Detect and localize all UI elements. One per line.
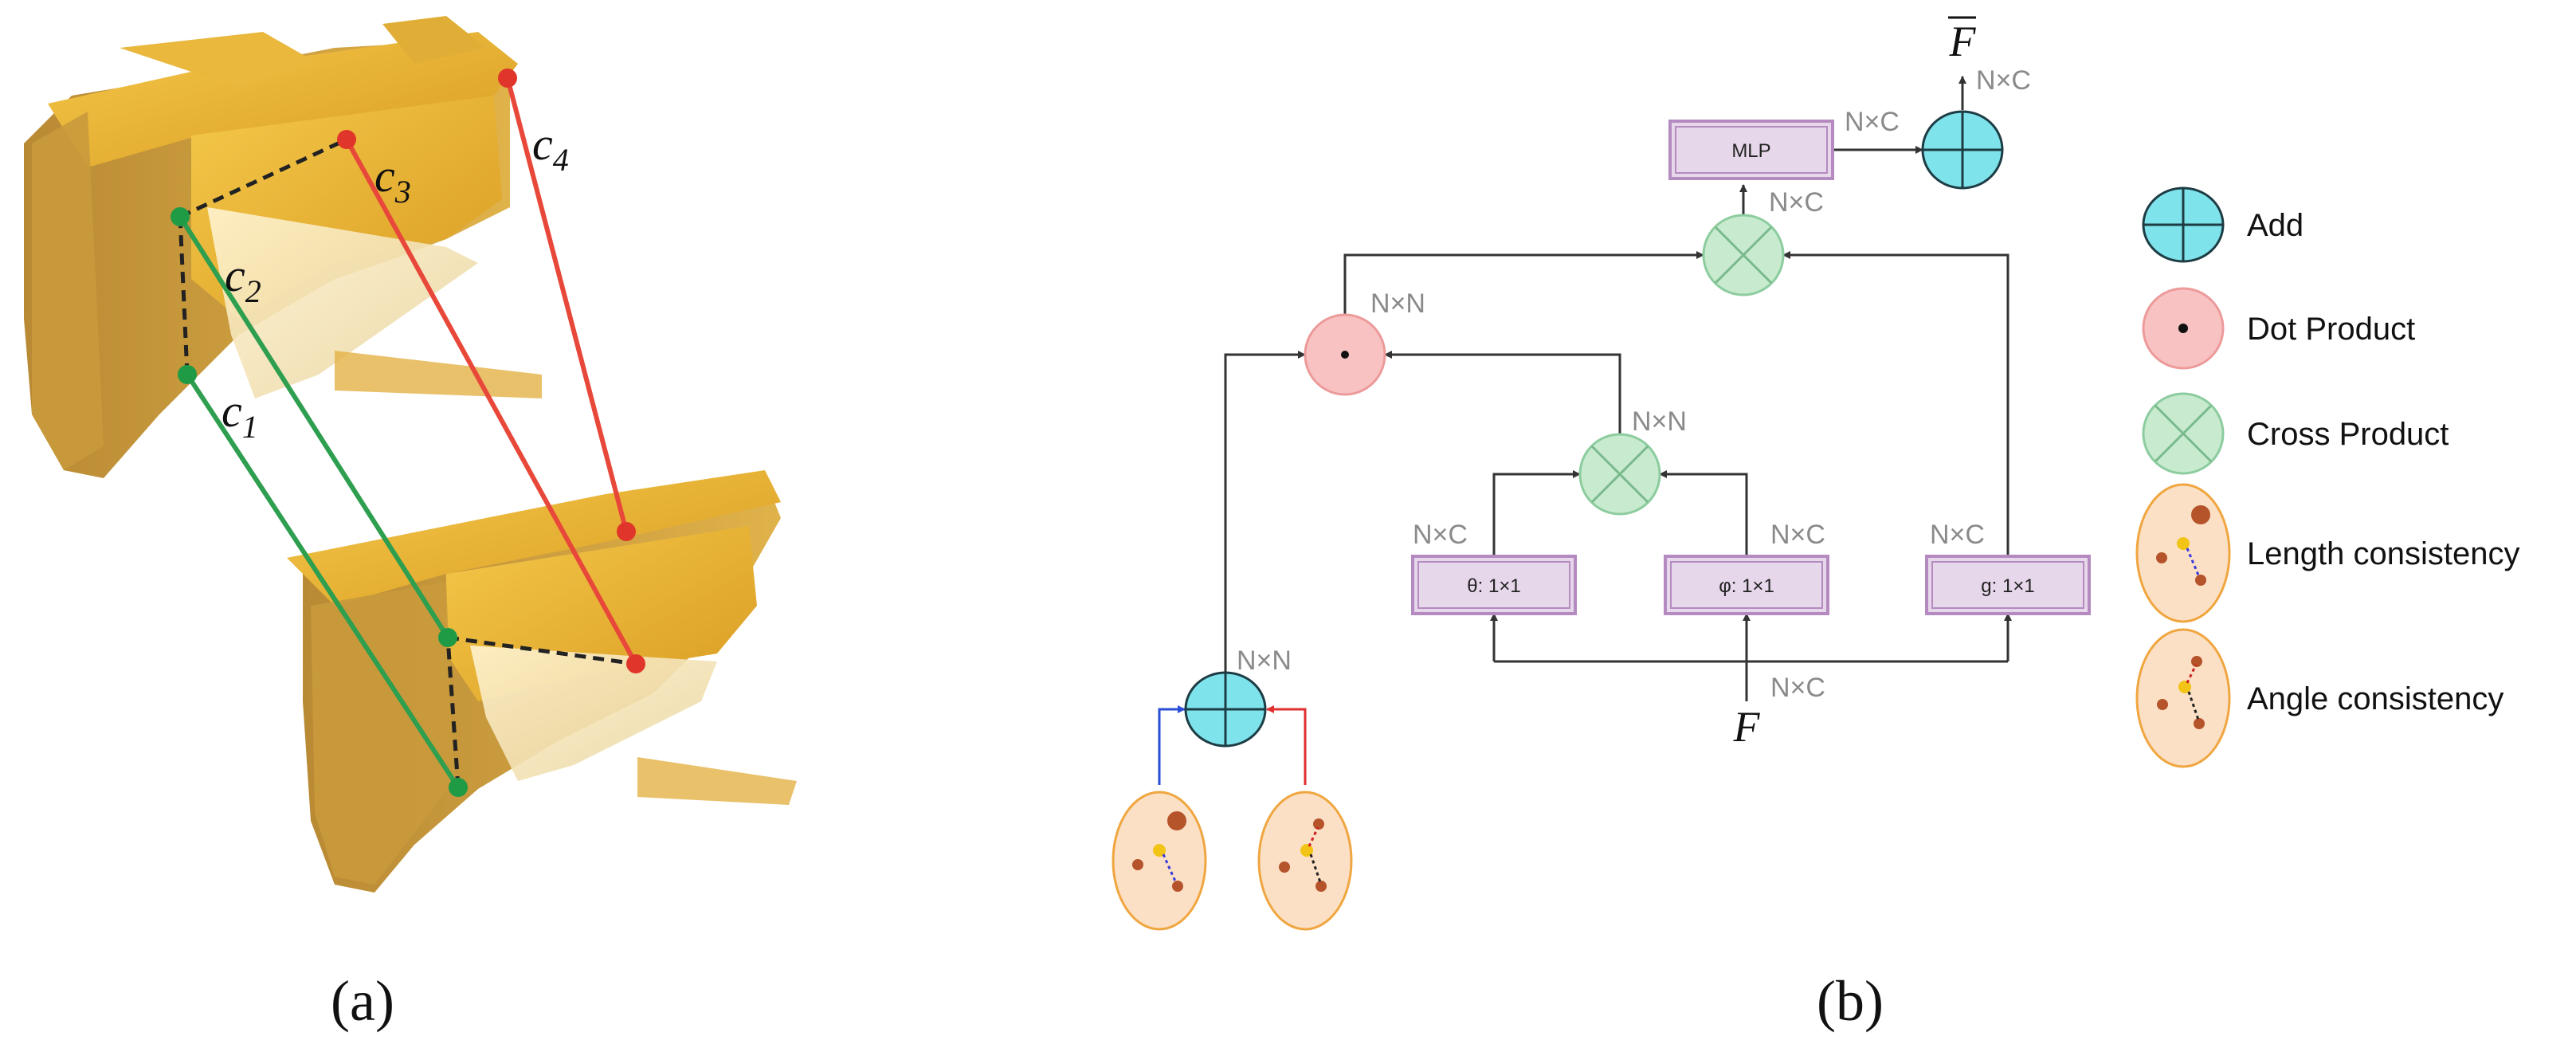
panel-a: c1 c2 c3 c4 (a)	[24, 16, 797, 1033]
g-box: g: 1×1	[1925, 555, 2091, 615]
c4-upper-point	[498, 69, 517, 88]
caption-b: (b)	[1817, 969, 1884, 1033]
legend-length-icon	[2135, 483, 2231, 623]
c3-lower-point	[626, 654, 645, 673]
lower-point-cloud	[287, 470, 797, 893]
lower-skeleton	[445, 635, 637, 788]
legend-length-label: Length consistency	[2247, 536, 2519, 571]
upper-skeleton	[178, 137, 348, 375]
dim-theta: N×C	[1413, 520, 1468, 550]
svg-text:g: 1×1: g: 1×1	[1981, 575, 2034, 597]
legend-dot-icon	[2142, 287, 2225, 370]
angle-to-add-connector	[1266, 705, 1307, 785]
dim-mlp-out: N×C	[1845, 107, 1900, 137]
add-top-node	[1921, 110, 2004, 190]
c1-upper-point	[178, 365, 197, 384]
c3-correspondence-line	[344, 138, 638, 665]
caption-a: (a)	[331, 969, 394, 1033]
legend-dot-label: Dot Product	[2247, 312, 2415, 347]
dim-dot: N×N	[1370, 288, 1425, 319]
legend-add-label: Add	[2247, 208, 2304, 243]
c2-upper-point	[171, 207, 190, 226]
dim-input: N×C	[1770, 673, 1825, 703]
upper-point-cloud	[24, 16, 542, 478]
svg-text:F: F	[1949, 18, 1977, 65]
c4-correspondence-line	[505, 77, 629, 532]
c2-lower-point	[438, 628, 457, 647]
output-f-label: F	[1948, 16, 1977, 65]
c1-correspondence-line	[185, 373, 461, 789]
input-f-label: F	[1733, 703, 1761, 751]
angle-consistency-node	[1257, 791, 1353, 931]
dim-add-bottom: N×N	[1237, 646, 1292, 676]
svg-text:MLP: MLP	[1731, 140, 1770, 162]
cross-top-node	[1702, 214, 1785, 296]
theta-box: θ: 1×1	[1411, 555, 1577, 615]
legend-angle-label: Angle consistency	[2247, 681, 2503, 716]
dim-cross-mid: N×N	[1632, 406, 1687, 437]
length-consistency-node	[1112, 791, 1207, 931]
mlp-box: MLP	[1668, 120, 1834, 180]
length-to-add-connector	[1158, 705, 1186, 785]
phi-box: φ: 1×1	[1664, 555, 1829, 615]
diagram-connectors	[1224, 76, 2012, 701]
dim-cross-top: N×C	[1769, 187, 1824, 218]
c4-lower-point	[617, 522, 636, 541]
dim-out: N×C	[1976, 65, 2031, 96]
c1-lower-point	[449, 778, 468, 797]
legend-cross-label: Cross Product	[2247, 417, 2449, 452]
svg-text:θ: 1×1: θ: 1×1	[1467, 575, 1520, 597]
label-c2: c2	[225, 249, 261, 309]
dim-phi: N×C	[1770, 520, 1825, 550]
legend-cross-icon	[2142, 392, 2225, 475]
dim-g: N×C	[1930, 520, 1985, 550]
dot-node	[1304, 313, 1386, 396]
add-bottom-node	[1184, 671, 1267, 748]
legend-add-icon	[2142, 186, 2225, 263]
label-c4: c4	[532, 118, 569, 178]
cross-mid-node	[1578, 433, 1661, 516]
legend: Add Dot Product Cross Product Length con…	[2135, 186, 2519, 768]
label-c3: c3	[374, 150, 411, 210]
panel-b: F N×C MLP N×C N×C N×N	[1112, 16, 2091, 1033]
svg-text:φ: 1×1: φ: 1×1	[1719, 575, 1774, 597]
c2-correspondence-line	[178, 215, 450, 639]
legend-angle-icon	[2135, 628, 2231, 768]
c3-upper-point	[337, 130, 356, 149]
label-c1: c1	[222, 385, 258, 445]
